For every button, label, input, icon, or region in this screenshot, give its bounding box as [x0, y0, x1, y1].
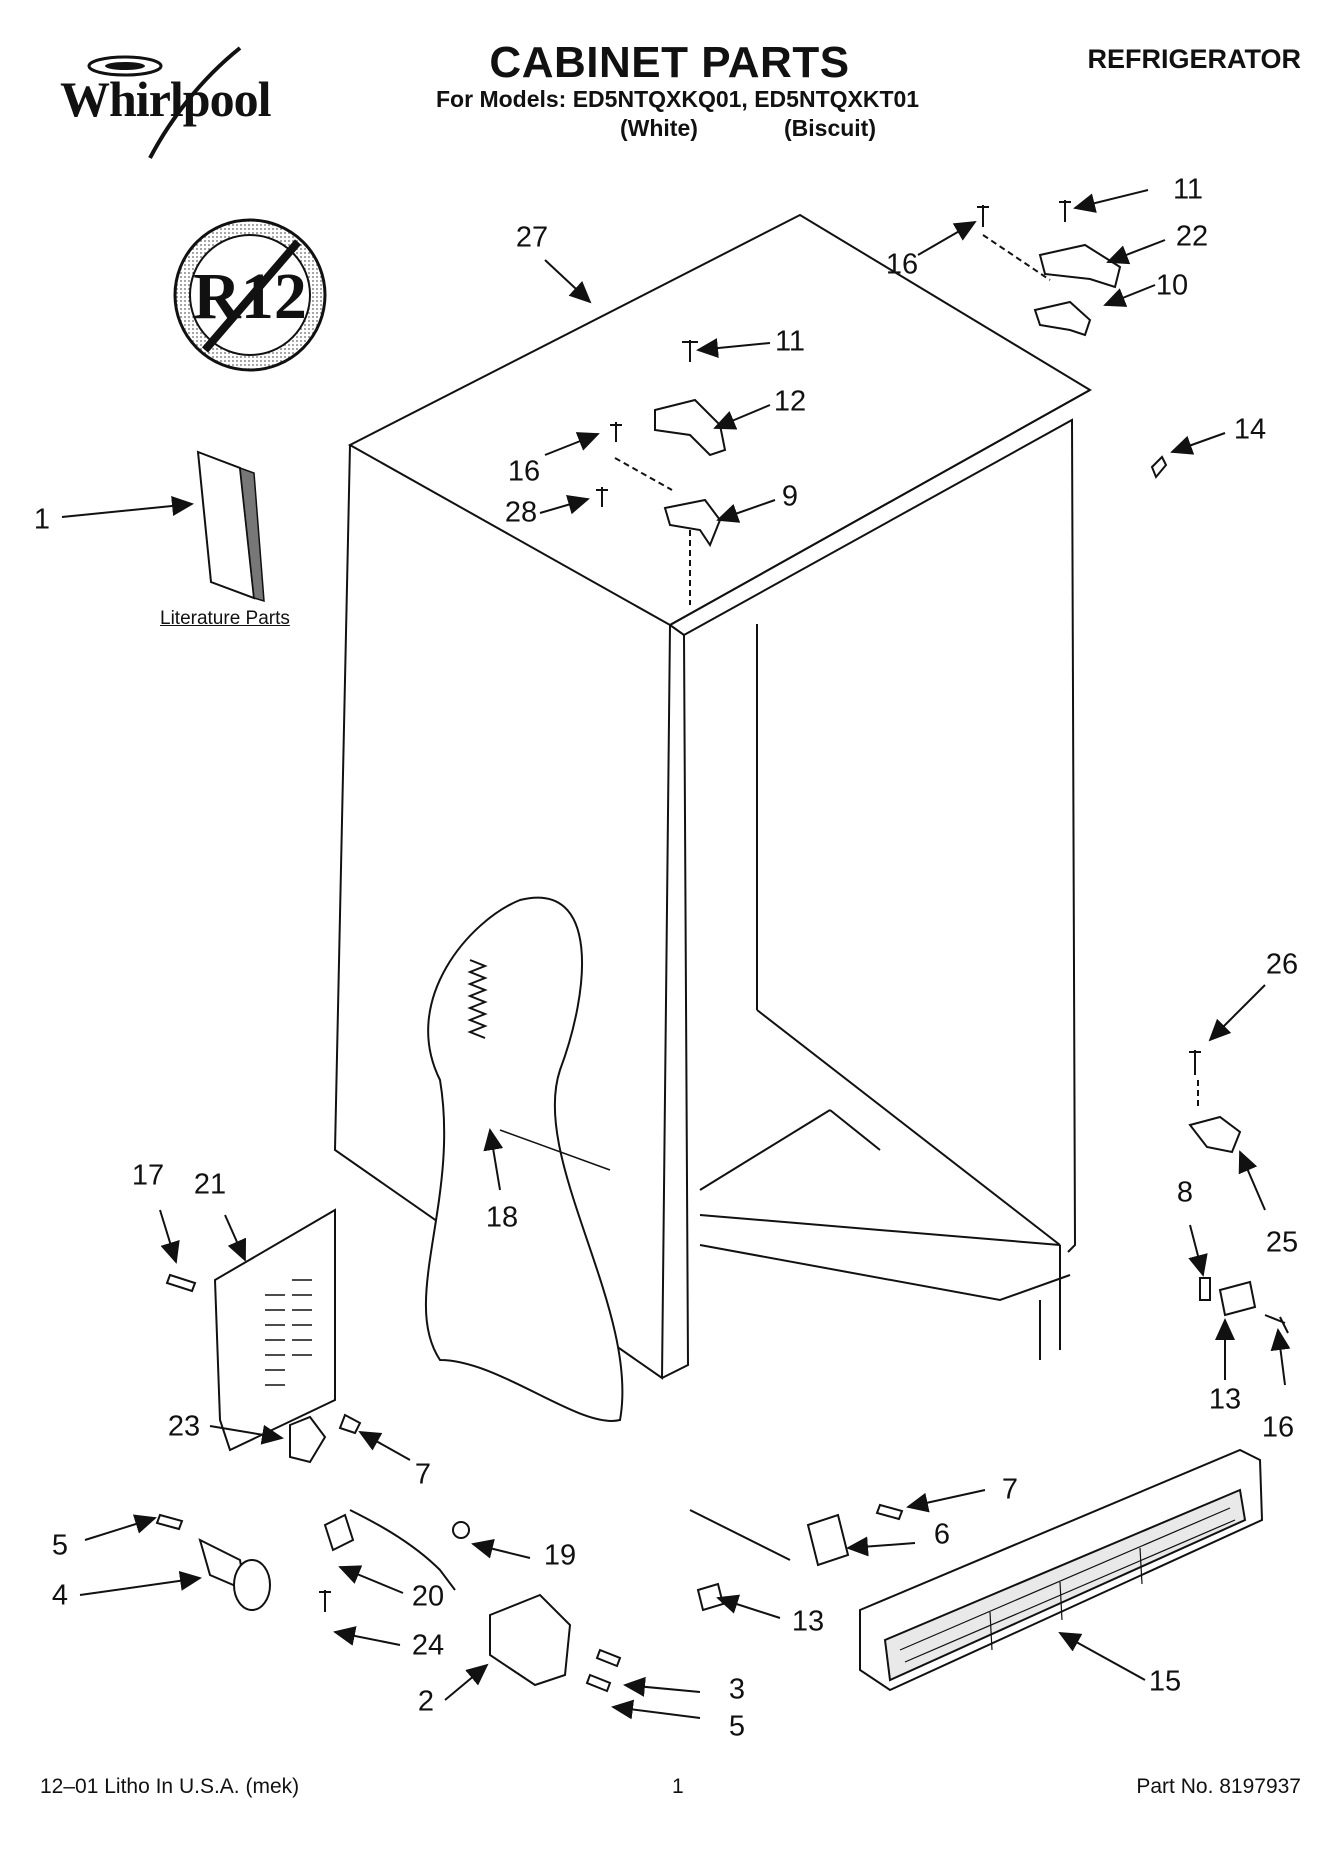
- whirlpool-logo: [50, 40, 270, 170]
- callout-26: 26: [1265, 948, 1299, 981]
- leader-arrows: [61, 189, 1291, 1720]
- footer-part-number: Part No. 8197937: [1136, 1775, 1301, 1798]
- top-hinge-fridge: [977, 200, 1168, 479]
- top-hinge-freezer: [596, 340, 727, 605]
- page-title: CABINET PARTS: [489, 38, 850, 87]
- callout-24: 24: [411, 1629, 445, 1662]
- bottom-hinge-right: [1188, 1050, 1289, 1334]
- callout-15: 15: [1148, 1665, 1182, 1698]
- callout-3: 3: [728, 1673, 746, 1706]
- callout-25: 25: [1265, 1226, 1299, 1259]
- callout-23: 23: [167, 1410, 201, 1443]
- callout-20: 20: [411, 1580, 445, 1613]
- callout-16-top-center: 16: [507, 455, 541, 488]
- models-line: For Models: ED5NTQXKQ01, ED5NTQXKT01: [436, 86, 920, 112]
- brand-wordmark: Whirlpool: [60, 71, 271, 127]
- callout-13-right: 13: [1208, 1383, 1242, 1416]
- variant-biscuit: (Biscuit): [784, 115, 876, 141]
- callout-11-top-right: 11: [1172, 173, 1204, 206]
- callout-6: 6: [933, 1518, 951, 1551]
- literature-parts-label: Literature Parts: [160, 608, 290, 629]
- logo-swirl-icon: [87, 46, 242, 159]
- callout-5-left: 5: [51, 1529, 69, 1562]
- callout-12: 12: [773, 385, 807, 418]
- footer-litho: 12–01 Litho In U.S.A. (mek): [40, 1775, 300, 1798]
- variant-white: (White): [620, 115, 698, 141]
- base-grille: [859, 1448, 1264, 1692]
- callout-8: 8: [1176, 1176, 1194, 1209]
- callout-27: 27: [515, 221, 549, 254]
- callout-9: 9: [781, 480, 799, 513]
- callout-28: 28: [504, 496, 538, 529]
- callout-22: 22: [1175, 220, 1209, 253]
- bottom-center-brackets: [689, 1503, 904, 1612]
- bottom-left-components: [155, 1413, 622, 1693]
- callout-5-bottom: 5: [728, 1710, 746, 1743]
- literature-booklet: [196, 450, 265, 603]
- callout-16-bottom-right: 16: [1261, 1411, 1295, 1444]
- callout-21: 21: [193, 1168, 227, 1201]
- callout-18: 18: [485, 1201, 519, 1234]
- callout-10: 10: [1155, 269, 1189, 302]
- callout-13-center: 13: [791, 1605, 825, 1638]
- callout-2: 2: [417, 1685, 435, 1718]
- callout-4: 4: [51, 1579, 69, 1612]
- product-category: REFRIGERATOR: [1087, 44, 1301, 74]
- callout-7-right: 7: [1001, 1473, 1019, 1506]
- callout-11-top-center: 11: [774, 325, 806, 358]
- callout-17: 17: [131, 1159, 165, 1192]
- cabinet-cutaway: [424, 896, 624, 1422]
- callout-19: 19: [543, 1539, 577, 1572]
- footer-page-number: 1: [672, 1775, 684, 1798]
- callout-16-top-right: 16: [885, 248, 919, 281]
- callout-14: 14: [1233, 413, 1267, 446]
- no-r12-badge: R12: [173, 218, 327, 372]
- callout-7-left: 7: [414, 1458, 432, 1491]
- rear-access-panel: [165, 1208, 336, 1452]
- callout-1: 1: [33, 503, 51, 536]
